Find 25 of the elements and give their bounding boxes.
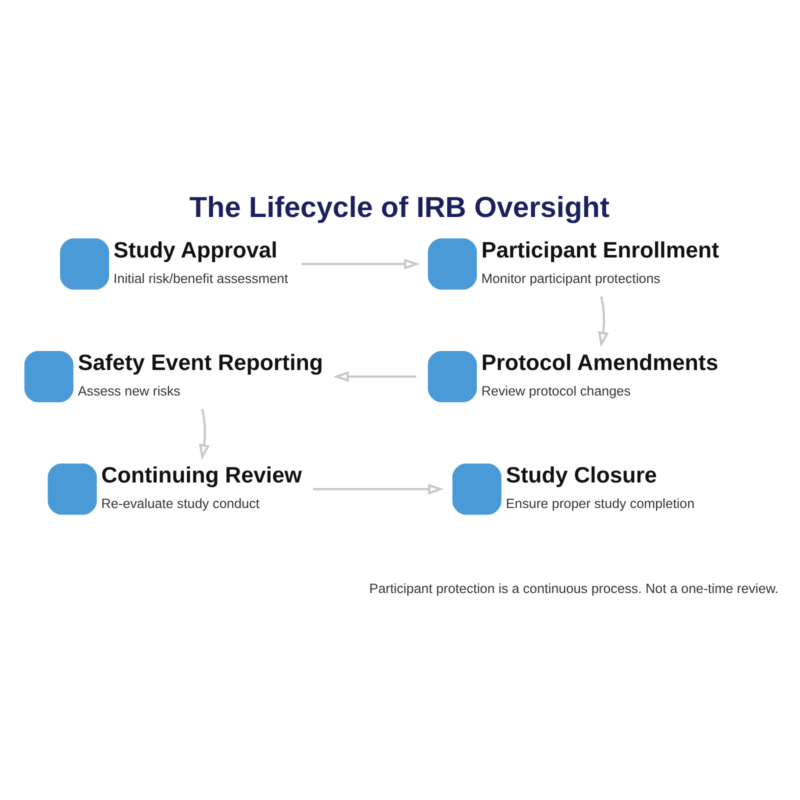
arrow bbox=[598, 296, 609, 348]
arrow bbox=[333, 371, 416, 382]
caption: Participant protection is a continuous process. Not a one-time review. bbox=[369, 580, 778, 596]
node-label: Re-evaluate study conduct bbox=[101, 496, 260, 512]
node-box bbox=[24, 350, 74, 402]
node-label: Review protocol changes bbox=[481, 384, 631, 399]
node-label: Continuing Review bbox=[101, 462, 302, 488]
arrow bbox=[313, 484, 444, 495]
node-label: Monitor participant protections bbox=[481, 271, 660, 286]
node-label: Assess new risks bbox=[78, 384, 180, 399]
diagram-title: The Lifecycle of IRB Oversight bbox=[189, 192, 610, 224]
node-label: Participant Enrollment bbox=[481, 237, 720, 262]
node-label: Study Approval bbox=[114, 237, 278, 262]
node-box bbox=[60, 238, 110, 290]
node-label: Study Closure bbox=[506, 462, 657, 488]
node-box bbox=[452, 464, 502, 515]
node-label: Protocol Amendments bbox=[481, 350, 718, 375]
arrow bbox=[302, 258, 420, 270]
node-label: Safety Event Reporting bbox=[78, 350, 324, 375]
arrow bbox=[199, 408, 210, 460]
node-label: Ensure proper study completion bbox=[506, 496, 695, 512]
node-box bbox=[48, 464, 97, 515]
node-box bbox=[428, 238, 477, 290]
node-label: Initial risk/benefit assessment bbox=[114, 271, 288, 286]
node-box bbox=[428, 350, 477, 402]
